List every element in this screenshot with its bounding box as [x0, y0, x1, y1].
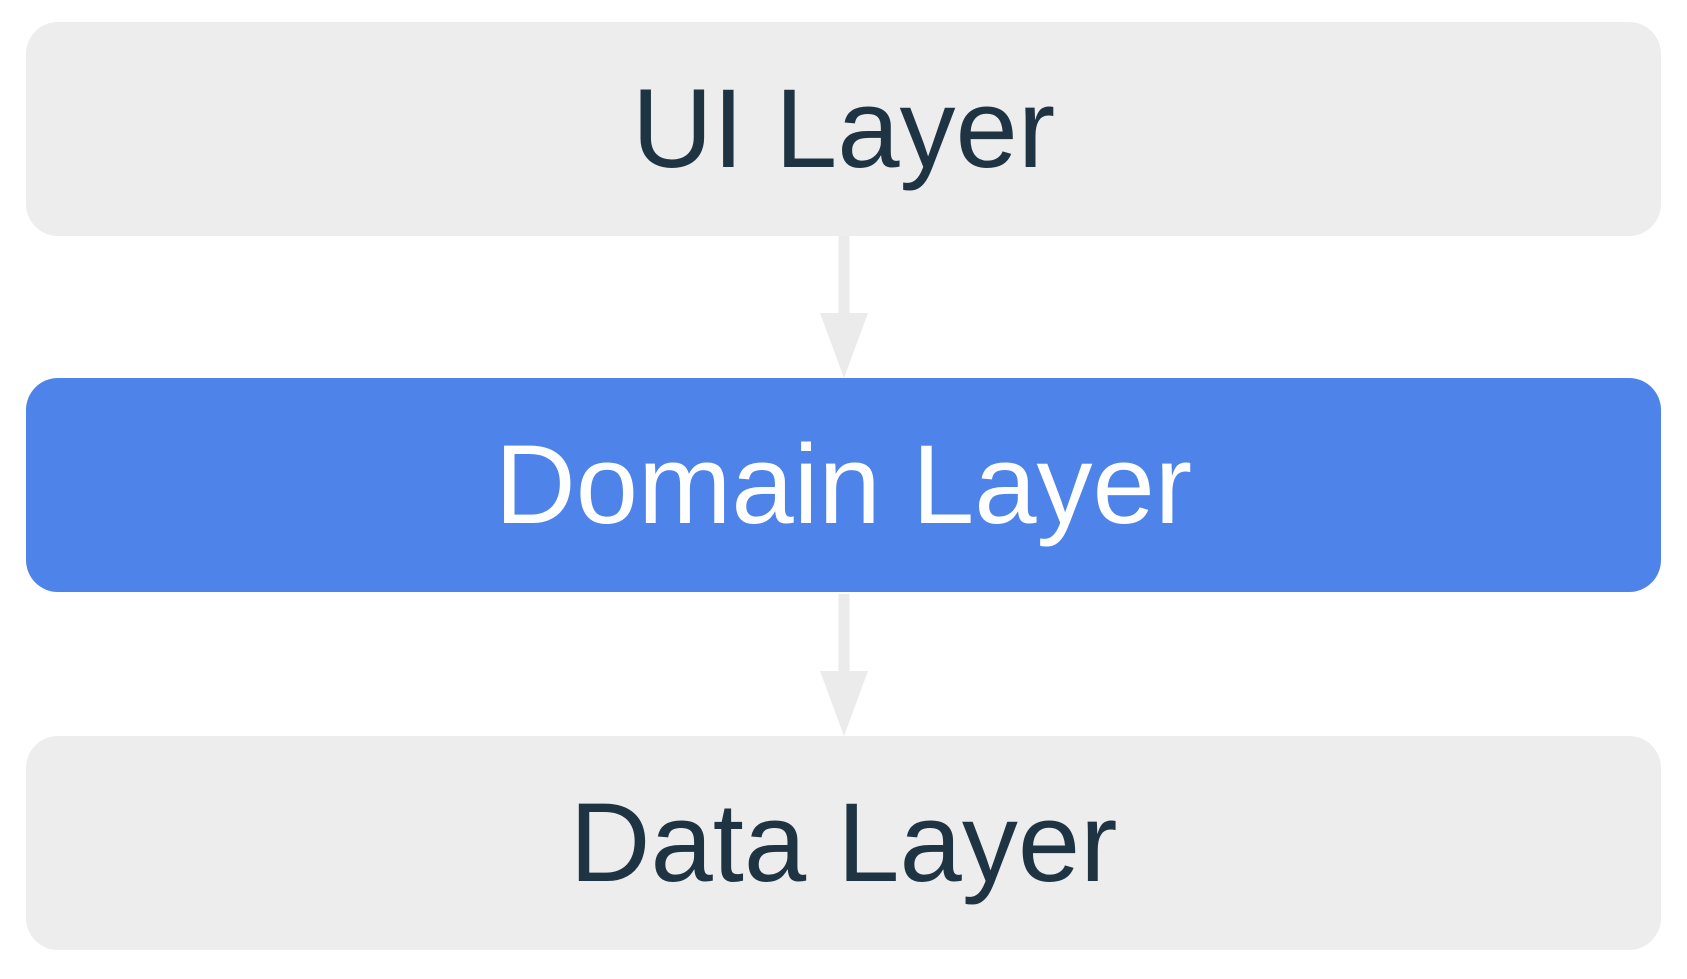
down-arrow-icon — [820, 236, 868, 378]
layer-box-domain: Domain Layer — [26, 378, 1661, 592]
layer-box-ui: UI Layer — [26, 22, 1661, 236]
layer-label-data: Data Layer — [569, 780, 1118, 905]
layer-label-ui: UI Layer — [631, 66, 1056, 191]
down-arrow-icon — [820, 594, 868, 736]
layer-box-data: Data Layer — [26, 736, 1661, 950]
layer-label-domain: Domain Layer — [494, 422, 1193, 547]
